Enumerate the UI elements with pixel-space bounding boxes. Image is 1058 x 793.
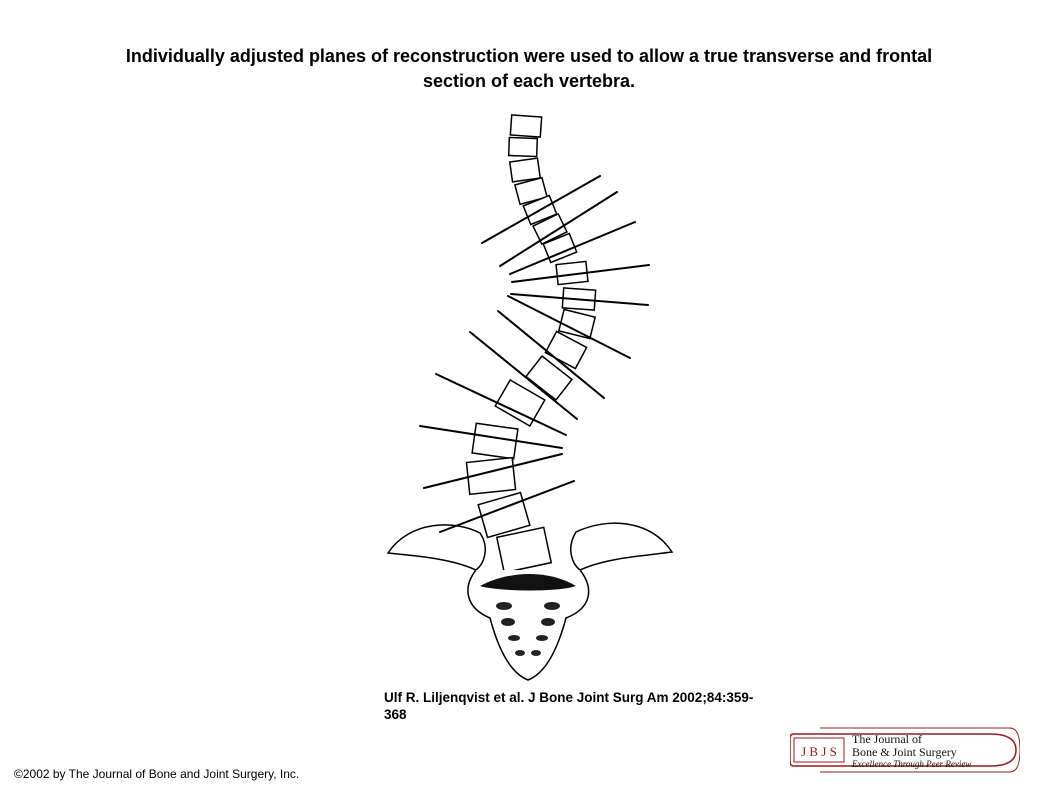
vertebra	[544, 330, 588, 370]
reconstruction-plane	[435, 373, 567, 436]
vertebra	[509, 114, 543, 138]
title-line-2: section of each vertebra.	[422, 71, 636, 91]
logo-line-2: Bone & Joint Surgery	[852, 745, 957, 759]
vertebra	[477, 491, 531, 539]
reconstruction-plane	[499, 191, 618, 267]
vertebra	[508, 157, 542, 183]
vertebra	[524, 355, 574, 401]
citation-line-2: 368	[384, 707, 407, 722]
reconstruction-plane	[469, 331, 578, 420]
reconstruction-plane	[511, 264, 650, 283]
left-iliac-wing	[386, 524, 486, 571]
vertebra	[542, 232, 578, 264]
reconstruction-plane	[507, 295, 631, 359]
reconstruction-plane	[497, 310, 605, 399]
vertebra	[557, 308, 597, 340]
reconstruction-plane	[509, 221, 636, 275]
reconstruction-plane	[419, 425, 563, 449]
vertebra	[507, 136, 539, 158]
logo-monogram: J B J S	[801, 744, 837, 759]
sacrum-shadow	[480, 574, 576, 591]
vertebra	[465, 456, 517, 496]
reconstruction-plane	[481, 175, 601, 244]
spine-illustration	[380, 108, 680, 688]
scoliotic-spine-drawing	[386, 114, 674, 681]
logo-tagline: Excellence Through Peer Review	[851, 759, 971, 769]
jbjs-logo: J B J S The Journal of Bone & Joint Surg…	[789, 726, 1021, 774]
vertebra	[471, 422, 519, 460]
slide-title: Individually adjusted planes of reconstr…	[20, 44, 1038, 94]
jbjs-logo-graphic: J B J S The Journal of Bone & Joint Surg…	[789, 727, 1021, 773]
vertebra	[494, 378, 546, 428]
logo-line-1: The Journal of	[852, 732, 922, 746]
title-line-1: Individually adjusted planes of reconstr…	[125, 46, 933, 66]
vertebra	[555, 260, 589, 286]
right-iliac-wing	[570, 522, 674, 571]
vertebra	[532, 212, 568, 246]
copyright-notice: ©2002 by The Journal of Bone and Joint S…	[14, 767, 300, 781]
vertebra	[513, 176, 549, 206]
reconstruction-plane	[439, 480, 575, 533]
citation: Ulf R. Liljenqvist et al. J Bone Joint S…	[384, 689, 834, 723]
pelvis-outline	[467, 569, 590, 681]
reconstruction-plane	[510, 293, 649, 306]
reconstruction-plane	[423, 453, 563, 489]
vertebra	[495, 526, 553, 574]
citation-line-1: Ulf R. Liljenqvist et al. J Bone Joint S…	[384, 690, 754, 705]
